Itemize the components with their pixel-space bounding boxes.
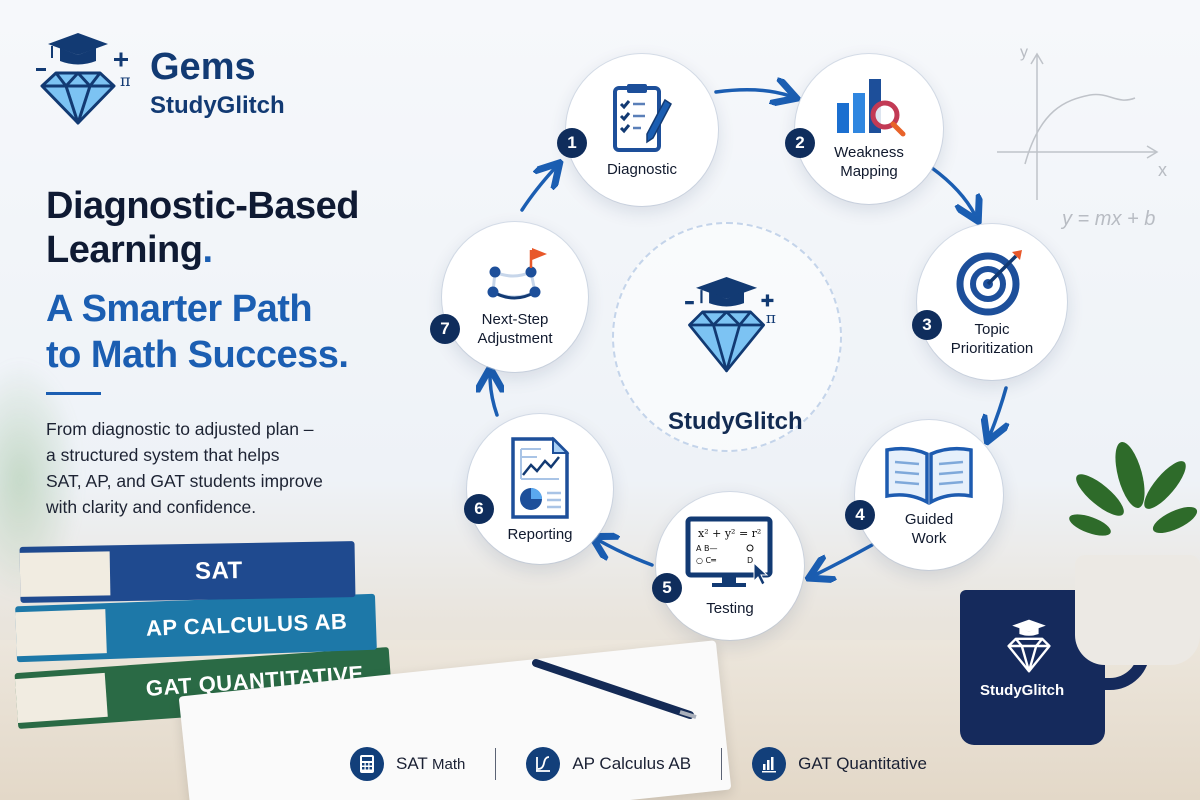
graph-equation: y = mx + b [1062, 208, 1156, 230]
step-diagnostic[interactable]: Diagnostic [566, 54, 718, 206]
headline-line-2: Learning [46, 229, 203, 271]
step-7-badge: 7 [430, 314, 460, 344]
headline-line-3: A Smarter Path [46, 288, 313, 330]
arrow-4-to-5 [815, 543, 874, 575]
headline-divider [46, 392, 101, 395]
svg-text:π: π [120, 71, 131, 90]
step-4-badge: 4 [845, 500, 875, 530]
plant-leaves [1069, 442, 1198, 536]
path-flag-icon [487, 248, 547, 300]
math-graph-sketch [997, 52, 1159, 200]
mug-logo-icon [1007, 619, 1051, 673]
monitor-quiz-icon: x² + y² = r² A B— ○ C═ D [685, 516, 773, 587]
diamond-graduation-logo-icon: π [36, 33, 131, 125]
pen [532, 659, 697, 719]
report-document-icon [511, 436, 570, 519]
step-5-badge: 5 [652, 573, 682, 603]
testing-option-ab: A B— [696, 544, 718, 553]
step-1-badge: 1 [557, 128, 587, 158]
svg-text:π: π [766, 309, 776, 327]
headline-dot: . [202, 229, 213, 271]
mug-brand-name: StudyGlitch [980, 682, 1065, 699]
target-arrow-icon [956, 250, 1022, 316]
plant-pot [1075, 555, 1200, 665]
book-ap-title: AP CALCULUS AB [145, 608, 348, 641]
step-3-label-line-2: Prioritization [950, 340, 1034, 357]
headline-secondary: A Smarter Path to Math Success. [46, 286, 349, 378]
center-diamond-logo-icon: π [685, 277, 776, 373]
track-sat-label: SAT [396, 754, 428, 773]
arrow-2-to-3 [930, 166, 975, 215]
headline-primary: Diagnostic-Based Learning. [46, 184, 359, 272]
arrow-5-to-6 [598, 540, 654, 567]
track-ap-calculus[interactable]: AP Calculus AB [526, 747, 691, 781]
bar-chart-magnifier-icon [837, 79, 906, 137]
step-6-label: Reporting [507, 525, 573, 543]
step-2-badge: 2 [785, 128, 815, 158]
step-2-label-line-1: Weakness [834, 144, 904, 161]
description-line-4: with clarity and confidence. [46, 497, 257, 517]
description-line-2: a structured system that helps [46, 445, 280, 465]
testing-option-d: D [747, 556, 753, 565]
exam-tracks-bar: SAT Math AP Calculus AB GAT Quantitative [340, 738, 930, 790]
step-6-badge: 6 [464, 494, 494, 524]
step-reporting[interactable]: Reporting [467, 414, 613, 564]
logo-subtitle: StudyGlitch [150, 92, 285, 119]
step-testing[interactable]: x² + y² = r² A B— ○ C═ D Testing [656, 492, 804, 640]
book-sat-title: SAT [194, 557, 243, 585]
bar-separator [495, 748, 497, 780]
step-4-label-line-2: Work [911, 530, 947, 547]
graph-x-label: x [1158, 160, 1167, 180]
track-ap-label: AP Calculus AB [572, 754, 692, 773]
headline-line-1: Diagnostic-Based [46, 185, 359, 227]
testing-option-c: ○ C═ [696, 556, 716, 565]
step-3-label-line-1: Topic [974, 321, 1010, 338]
center-brand-name: StudyGlitch [668, 408, 803, 435]
step-7-label-line-1: Next-Step [481, 311, 549, 328]
book-sat: SAT [19, 541, 356, 603]
open-book-icon [885, 446, 973, 505]
headline-line-4: to Math Success. [46, 334, 349, 376]
bar-separator [721, 748, 723, 780]
bar-graph-icon [752, 747, 787, 781]
step-1-label: Diagnostic [606, 160, 678, 178]
testing-equation: x² + y² = r² [698, 527, 761, 540]
description: From diagnostic to adjusted plan – a str… [46, 416, 386, 520]
clipboard-checklist-icon [613, 83, 672, 152]
step-2-label-line-2: Mapping [840, 163, 898, 180]
calculator-icon [350, 747, 384, 781]
track-gat-quantitative[interactable]: GAT Quantitative [752, 747, 927, 781]
arrow-3-to-4 [990, 386, 1006, 435]
step-7-label-line-2: Adjustment [477, 330, 553, 347]
step-3-badge: 3 [912, 310, 942, 340]
track-gat-label: GAT Quantitative [798, 754, 927, 773]
description-line-1: From diagnostic to adjusted plan – [46, 419, 314, 439]
arrow-1-to-2 [714, 90, 790, 96]
step-4-label-line-1: Guided [904, 511, 954, 528]
logo-title: Gems [150, 46, 256, 88]
step-5-label: Testing [706, 599, 754, 617]
curve-graph-icon [526, 747, 561, 781]
track-sat-math[interactable]: SAT Math [350, 747, 465, 781]
arrow-7-to-1 [520, 168, 555, 212]
arrow-6-to-7 [490, 375, 497, 417]
description-line-3: SAT, AP, and GAT students improve [46, 471, 323, 491]
track-sat-suffix: Math [427, 756, 466, 773]
graph-y-label: y [1020, 44, 1028, 61]
